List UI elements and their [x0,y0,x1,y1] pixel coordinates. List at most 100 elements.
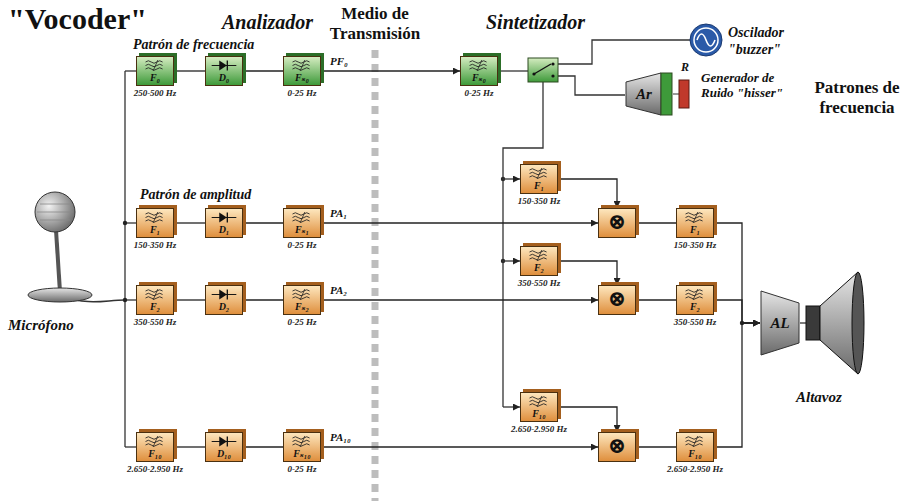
signal-name: PF₀ [329,55,349,68]
box-label: D₀ [219,72,230,85]
signal-connector [243,222,283,223]
signal-connector [174,70,205,71]
box-label: Fₛ₀ [295,72,309,85]
box-label: F₁₀ [688,448,702,461]
box-label: F₁ [534,180,544,193]
filter-icon [677,211,713,224]
microphone-symbol [28,192,125,302]
signal-connector [243,299,283,300]
filter-box: F₁₀2.650-2.950 Hz [676,432,714,462]
filter-box: Fₛ₂0-25 Hz [283,285,321,315]
signal-connector [174,222,205,223]
multiplier-box: ⊗ [598,432,636,462]
signal-connector [321,299,598,300]
filter-box: F₁₀2.650-2.950 Hz [520,392,558,422]
band-label: 150-350 Hz [134,240,177,250]
multiplier-sign: ⊗ [608,210,626,237]
part-label: Micrófono [8,316,74,334]
signal-name: PA₁ [329,207,348,220]
filter-icon [284,435,320,448]
signal-name: PA₁₀ [329,431,352,444]
filter-icon [521,395,557,408]
band-label: 0-25 Hz [287,464,316,474]
filter-box: F₁150-350 Hz [520,164,558,194]
section-heading: Analizador [222,10,313,34]
box-label: F₂ [690,301,700,314]
filter-box: F₁150-350 Hz [676,208,714,238]
oscillator-symbol [690,24,722,56]
band-label: 250-500 Hz [134,88,177,98]
filter-icon [284,288,320,301]
diagram-title: "Vocoder" [8,2,147,36]
band-label: 2.650-2.950 Hz [511,424,567,434]
band-label: 2.650-2.950 Hz [667,464,723,474]
box-label: AL [770,315,789,332]
filter-box: Fₛ₀0-25 Hz [460,56,498,86]
box-label: F₁ [150,224,160,237]
transmission-line [372,50,379,501]
box-label: F₂ [150,301,160,314]
signal-name: PA₂ [329,284,348,297]
band-label: 350-550 Hz [518,278,561,288]
signal-connector [636,222,676,223]
filter-box: Fₛ₁₀0-25 Hz [283,432,321,462]
multiplier-sign: ⊗ [608,434,626,461]
section-heading: Patrón de frecuencia [133,36,254,53]
box-label: Fₛ₁ [295,224,309,237]
diode-icon [206,435,242,448]
section-heading: Patrones de frecuencia [810,78,904,118]
multiplier-sign: ⊗ [608,287,626,314]
junction-dot [123,177,744,325]
section-heading: Medio de Transmisión [316,4,434,44]
filter-icon [137,288,173,301]
speaker-symbol [800,272,864,374]
box-label: F₂ [534,262,544,275]
amplifier: AL [760,290,800,356]
signal-connector [714,223,760,323]
signal-connector [321,222,598,223]
band-label: 150-350 Hz [518,196,561,206]
signal-connector [558,261,617,285]
box-label: Ar [636,86,662,103]
box-label: F₁ [690,224,700,237]
box-label: F₀ [150,72,160,85]
filter-icon [677,435,713,448]
filter-icon [521,167,557,180]
band-label: 2.650-2.950 Hz [127,464,183,474]
box-label: F₁₀ [532,408,546,421]
signal-connector [714,323,760,447]
filter-box: F₁₀2.650-2.950 Hz [136,432,174,462]
filter-icon [284,59,320,72]
box-label: Fₛ₂ [295,301,309,314]
filter-icon [461,59,497,72]
signal-connector [243,70,283,71]
filter-box: F₂350-550 Hz [136,285,174,315]
box-label: D₁₀ [217,448,231,461]
band-label: 350-550 Hz [674,317,717,327]
section-heading: Sintetizador [486,10,585,34]
detector-box: D₁ [205,208,243,238]
diode-icon [206,288,242,301]
signal-connector [321,70,460,71]
signal-connector [714,300,760,323]
box-label: F₁₀ [148,448,162,461]
filter-box: F₁150-350 Hz [136,208,174,238]
filter-icon [284,211,320,224]
signal-connector [636,299,676,300]
signal-connector [558,179,617,208]
filter-box: F₂350-550 Hz [676,285,714,315]
filter-icon [137,435,173,448]
band-label: 350-550 Hz [134,317,177,327]
detector-box: D₀ [205,56,243,86]
filter-icon [137,211,173,224]
part-label: Oscilador "buzzer" [728,24,820,58]
filter-icon [137,59,173,72]
noise-generator: ArGenerador de Ruido "hisser" [625,72,673,116]
band-label: 0-25 Hz [464,88,493,98]
filter-box: Fₛ₁0-25 Hz [283,208,321,238]
signal-connector [174,446,205,447]
diode-icon [206,211,242,224]
diode-icon [206,59,242,72]
generator-label: Generador de Ruido "hisser" [701,70,801,100]
band-label: 150-350 Hz [674,240,717,250]
